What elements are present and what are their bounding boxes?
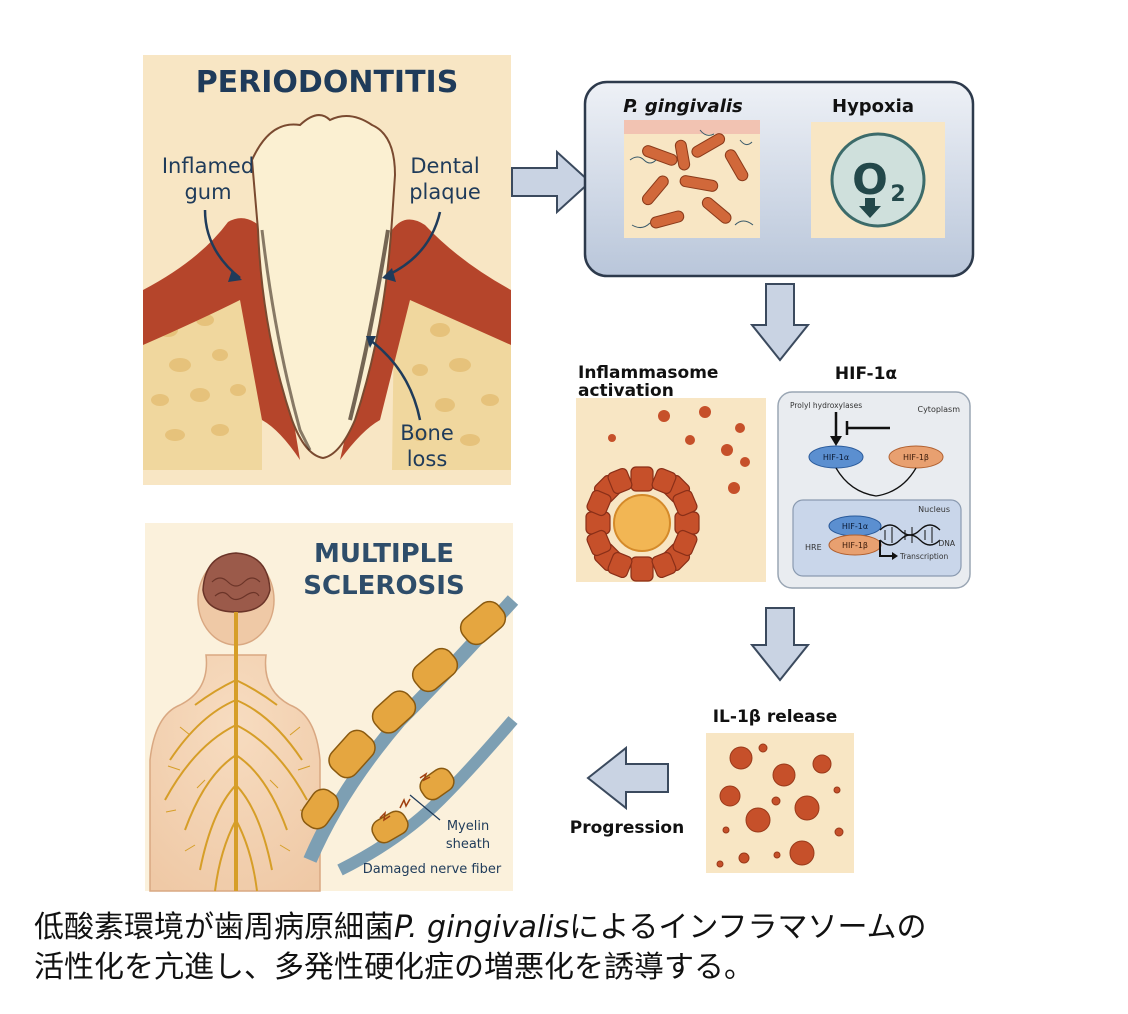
hif1b-nuc-label: HIF-1β [842,541,868,550]
arrow-down-1 [749,283,811,362]
periodontitis-panel: PERIODONTITIS Inflamed gum Dental plaque [143,55,511,485]
inflammasome-label-1: Inflammasome [578,363,718,383]
myelin-label-2: sheath [446,837,490,852]
cytoplasm-label: Cytoplasm [917,405,960,414]
transcription-arrow [879,540,893,557]
o2-circle [830,132,926,228]
plaque-left [260,229,312,451]
hif-panel: HIF-1α Prolyl hydroxylases Cytoplasm HIF… [777,364,971,589]
caption-line-1: 低酸素環境が歯周病原細菌P. gingivalisによるインフラマソームの [34,908,1114,948]
caption-line-1-post: によるインフラマソームの [569,910,927,945]
bacteria-panel-band [624,120,760,134]
arrow-down-2 [749,607,811,682]
caption-line-2: 活性化を亢進し、多発性硬化症の増悪化を誘導する。 [34,950,754,985]
ms-panel: MULTIPLE SCLEROSIS [145,523,519,892]
inflamed-label-1: Inflamed [162,154,254,178]
plaque-label-2: plaque [409,180,481,204]
plaque-arrow [387,211,442,277]
bone-loss-label-2: loss [407,447,448,471]
bone-loss-label-1: Bone [400,421,453,445]
hre-label: HRE [805,543,822,552]
arrow-left-progression [586,745,669,811]
myelin-damage [379,772,431,822]
inflamed-label-2: gum [184,180,231,204]
nucleus-box [792,499,962,577]
il1b-particles [716,743,844,868]
phd-arrowhead [830,436,842,446]
pathway-diagram: PERIODONTITIS Inflamed gum Dental plaque [143,55,975,892]
dimerize-line [835,467,917,497]
dna-strand-2 [879,534,941,546]
pathogen-label: P. gingivalis [623,96,743,117]
inflammasome-panel: Inflammasome activation [576,363,766,582]
dna-label: DNA [938,539,955,548]
caption-line-1-italic: P. gingivalis [394,910,570,945]
inflammasome-label-2: activation [578,381,674,401]
progression-label: Progression [570,818,684,838]
il1b-label: IL-1β release [713,707,838,727]
o2-subscript: 2 [890,182,905,207]
periodontitis-title: PERIODONTITIS [196,65,459,100]
dental-plaque [348,229,390,421]
nervous-system [164,612,308,892]
ms-title-2: SCLEROSIS [303,571,464,601]
hif1a-cyto-label: HIF-1α [823,453,849,462]
nucleus-label: Nucleus [918,505,950,514]
plaque-arrowhead [382,268,396,282]
myelin-label-1: Myelin [447,819,489,834]
ms-title-1: MULTIPLE [314,539,454,569]
damaged-label: Damaged nerve fiber [363,862,502,877]
hif1b-cyto-label: HIF-1β [903,453,929,462]
myelin-segments [301,600,507,844]
transcription-label: Transcription [899,552,948,561]
il1b-panel: IL-1β release [706,707,854,873]
nerve-fiber-lower [337,716,518,876]
bone-loss-arrowhead [366,336,376,348]
bacteria-rods [641,133,749,229]
hif1a-nuc-label: HIF-1α [842,522,868,531]
transcription-arrowhead [892,552,898,560]
prolyl-label: Prolyl hydroxylases [790,401,862,410]
inflammasome-dots [608,406,750,494]
caption-line-1-pre: 低酸素環境が歯周病原細菌 [34,910,394,945]
nerve-branches [165,726,311,852]
bacteria-flagella [629,129,754,229]
inflamed-arrowhead [228,270,242,282]
dna-rungs [884,527,933,543]
o2-symbol: O [852,155,888,204]
caption: 低酸素環境が歯周病原細菌P. gingivalisによるインフラマソームの 活性… [34,908,1114,988]
hif-title: HIF-1α [835,364,897,384]
inflammasome-ring [585,466,700,582]
hypoxia-label: Hypoxia [832,96,914,117]
myelin-pointer [409,794,441,821]
plaque-label-1: Dental [410,154,479,178]
arrow-right-to-factors [511,149,592,215]
brain [202,552,271,613]
factors-box: P. gingivalis Hypoxia O 2 [583,80,975,278]
bone-loss-arrow [369,339,422,421]
brain-folds [211,577,261,601]
down-arrow-icon [859,198,881,218]
